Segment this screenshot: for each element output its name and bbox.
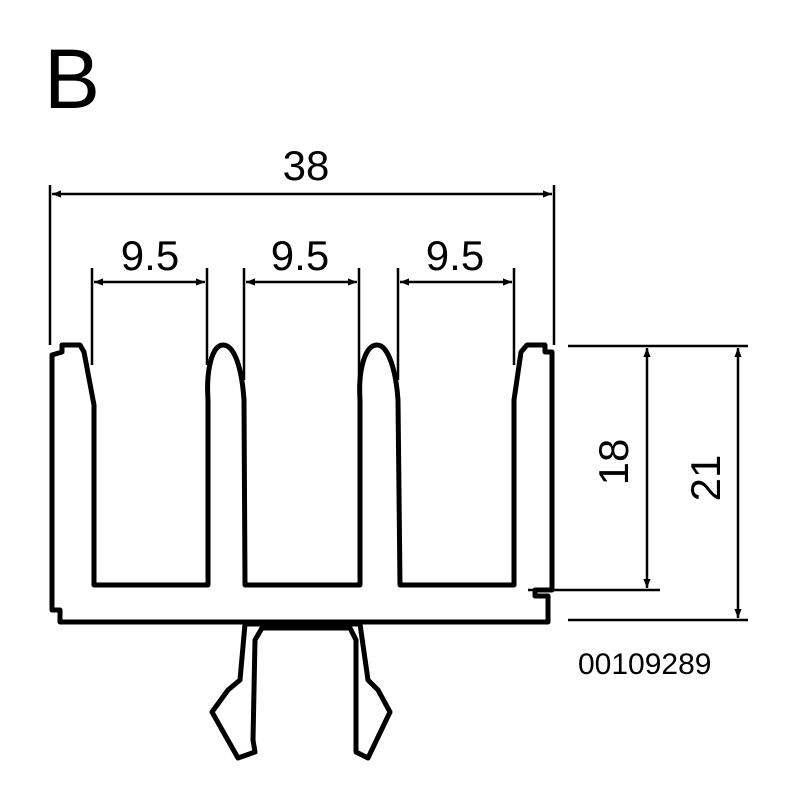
channel-2-width-label: 9.5 [271, 232, 329, 279]
channel-1-width-label: 9.5 [121, 232, 179, 279]
height-dimensions: 18 21 [528, 344, 748, 622]
figure-letter: B [44, 32, 100, 126]
profile-cross-section [49, 342, 555, 761]
overall-width-label: 38 [283, 142, 330, 189]
width-dimension: 38 [48, 142, 556, 345]
channel-3-dimension: 9.5 [396, 232, 516, 380]
part-number: 00109289 [578, 648, 711, 681]
channel-3-width-label: 9.5 [426, 232, 484, 279]
channel-2-dimension: 9.5 [242, 232, 361, 380]
overall-height-label: 21 [682, 455, 729, 502]
channel-1-dimension: 9.5 [90, 232, 209, 365]
inner-height-label: 18 [590, 439, 637, 486]
